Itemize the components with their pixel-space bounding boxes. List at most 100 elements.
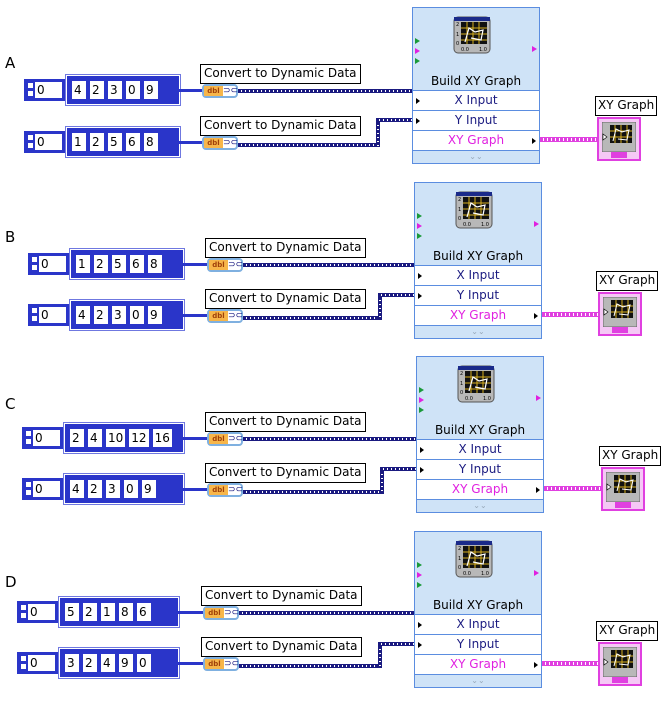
array-element[interactable]: 4: [88, 429, 102, 447]
y-input-terminal[interactable]: Y Input: [413, 110, 539, 130]
dynamic-data-wire[interactable]: [378, 293, 414, 297]
array-element[interactable]: 6: [137, 603, 151, 621]
array-element[interactable]: 12: [129, 429, 149, 447]
index-value[interactable]: 0: [39, 307, 66, 323]
array-element[interactable]: 6: [130, 255, 144, 273]
index-value[interactable]: 0: [35, 82, 62, 98]
array-element[interactable]: 2: [70, 429, 84, 447]
array-wire[interactable]: [179, 89, 202, 92]
dynamic-data-wire[interactable]: [243, 263, 414, 267]
y-input-terminal[interactable]: Y Input: [415, 634, 541, 654]
decrement-arrow-icon[interactable]: [25, 438, 32, 445]
index-spinner[interactable]: [20, 655, 27, 671]
dynamic-data-wire[interactable]: [243, 490, 384, 494]
expand-chevron-icon[interactable]: ⌄⌄: [415, 325, 541, 338]
dynamic-data-wire[interactable]: [380, 467, 416, 471]
array-index-control[interactable]: 0: [17, 601, 59, 623]
array-wire[interactable]: [179, 141, 202, 144]
index-spinner[interactable]: [27, 134, 34, 150]
array-element[interactable]: 3: [106, 480, 120, 498]
decrement-arrow-icon[interactable]: [20, 612, 27, 619]
array-element[interactable]: 0: [137, 654, 151, 672]
x-input-terminal[interactable]: X Input: [415, 614, 541, 634]
xy-graph-wire[interactable]: [540, 137, 599, 142]
xy-graph-indicator-terminal[interactable]: [597, 117, 641, 161]
xy-graph-indicator-terminal[interactable]: [601, 467, 645, 511]
array-element[interactable]: 0: [130, 306, 144, 324]
array-element[interactable]: 4: [72, 81, 86, 99]
array-element[interactable]: 8: [144, 133, 158, 151]
dynamic-data-wire[interactable]: [243, 316, 382, 320]
x-input-terminal[interactable]: X Input: [415, 265, 541, 285]
array-element[interactable]: 2: [90, 133, 104, 151]
dynamic-data-wire[interactable]: [238, 89, 412, 93]
index-spinner[interactable]: [20, 604, 27, 620]
xy-graph-output-terminal[interactable]: XY Graph: [413, 130, 539, 150]
dynamic-data-wire[interactable]: [378, 642, 414, 646]
dynamic-data-wire[interactable]: [238, 143, 380, 147]
xy-graph-output-terminal[interactable]: XY Graph: [417, 479, 543, 499]
array-index-control[interactable]: 0: [17, 652, 59, 674]
increment-arrow-icon[interactable]: [31, 307, 38, 314]
array-element[interactable]: 16: [152, 429, 172, 447]
array-element[interactable]: 4: [70, 480, 84, 498]
array-element[interactable]: 4: [76, 306, 90, 324]
array-element[interactable]: 9: [144, 81, 158, 99]
convert-to-dynamic-data-node[interactable]: dbl ⊃⊂: [207, 258, 243, 272]
array-element[interactable]: 2: [94, 306, 108, 324]
index-value[interactable]: 0: [33, 430, 60, 446]
array-element[interactable]: 9: [119, 654, 133, 672]
index-value[interactable]: 0: [35, 134, 62, 150]
array-element[interactable]: 10: [106, 429, 126, 447]
xy-graph-output-terminal[interactable]: XY Graph: [415, 305, 541, 325]
array-element[interactable]: 2: [90, 81, 104, 99]
array-index-control[interactable]: 0: [24, 131, 66, 153]
array-index-control[interactable]: 0: [28, 304, 70, 326]
index-spinner[interactable]: [25, 481, 32, 497]
array-element[interactable]: 0: [124, 480, 138, 498]
array-element[interactable]: 9: [148, 306, 162, 324]
increment-arrow-icon[interactable]: [25, 430, 32, 437]
expand-chevron-icon[interactable]: ⌄⌄: [413, 150, 539, 163]
array-index-control[interactable]: 0: [24, 79, 66, 101]
decrement-arrow-icon[interactable]: [25, 489, 32, 496]
y-input-terminal[interactable]: Y Input: [417, 459, 543, 479]
decrement-arrow-icon[interactable]: [27, 90, 34, 97]
decrement-arrow-icon[interactable]: [27, 142, 34, 149]
array-wire[interactable]: [183, 488, 207, 491]
array-element[interactable]: 5: [108, 133, 122, 151]
y-input-terminal[interactable]: Y Input: [415, 285, 541, 305]
array-element[interactable]: 1: [76, 255, 90, 273]
array-element[interactable]: 3: [108, 81, 122, 99]
increment-arrow-icon[interactable]: [31, 256, 38, 263]
xy-graph-wire[interactable]: [542, 661, 600, 666]
increment-arrow-icon[interactable]: [27, 134, 34, 141]
dynamic-data-wire[interactable]: [239, 611, 414, 615]
convert-to-dynamic-data-node[interactable]: dbl ⊃⊂: [203, 657, 239, 671]
array-element[interactable]: 8: [148, 255, 162, 273]
array-index-control[interactable]: 0: [22, 478, 64, 500]
dynamic-data-wire[interactable]: [378, 293, 382, 320]
array-element[interactable]: 5: [112, 255, 126, 273]
index-value[interactable]: 0: [33, 481, 60, 497]
convert-to-dynamic-data-node[interactable]: dbl ⊃⊂: [207, 483, 243, 497]
increment-arrow-icon[interactable]: [20, 655, 27, 662]
increment-arrow-icon[interactable]: [25, 481, 32, 488]
array-element[interactable]: 9: [142, 480, 156, 498]
index-value[interactable]: 0: [39, 256, 66, 272]
index-spinner[interactable]: [31, 256, 38, 272]
dynamic-data-wire[interactable]: [376, 118, 380, 147]
xy-graph-wire[interactable]: [544, 486, 603, 491]
array-index-control[interactable]: 0: [22, 427, 64, 449]
decrement-arrow-icon[interactable]: [20, 663, 27, 670]
